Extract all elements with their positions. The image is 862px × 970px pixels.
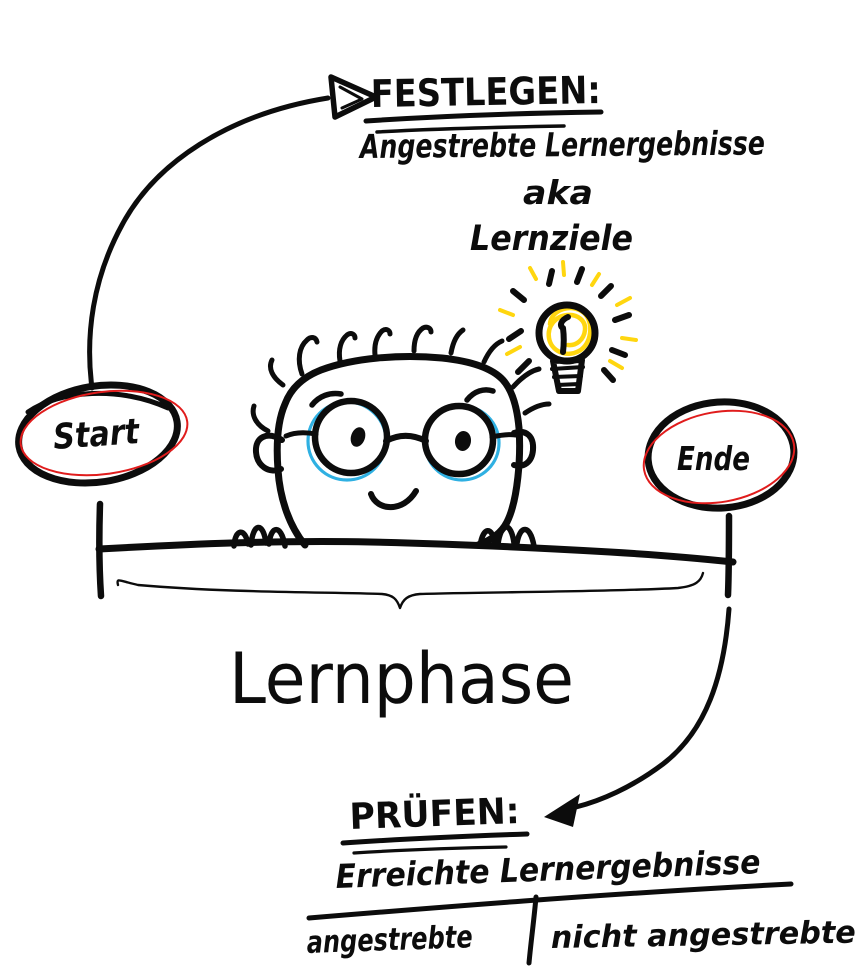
left-eye [350,427,366,447]
pruefen-annotation: PRÜFEN: Erreichte Lernergebnisse angestr… [306,790,857,966]
glasses-left-lens [311,397,391,477]
glasses-icon [283,397,519,482]
right-eyebrow [464,387,496,403]
right-ear [511,429,537,469]
ledge-line [95,537,737,566]
lightbulb-icon [498,260,638,394]
glasses-bridge [383,432,429,444]
face-doodle [231,324,552,549]
table-top-line [306,881,794,921]
start-oval: Start [15,381,189,487]
right-hand-fingers [477,524,537,549]
festlegen-heading: FESTLEGEN: [370,68,601,116]
bulb-filament [557,314,571,355]
pruefen-heading: PRÜFEN: [349,790,520,838]
hair-strands [250,324,552,434]
arrow-curve [573,606,732,810]
start-to-festlegen-arrow [87,74,379,391]
pruefen-underline-1 [340,831,530,846]
arrowhead-scribble [338,85,364,110]
left-ear [252,432,285,474]
table-divider [526,894,539,966]
timeline: Lernphase [95,500,737,720]
smile [368,488,419,510]
head-outline [273,353,524,549]
festlegen-underline-2 [375,124,566,134]
festlegen-underline-1 [363,109,604,124]
start-oval-red [19,389,189,477]
pruefen-underline-2 [352,845,508,855]
left-eyebrow [309,390,344,408]
right-eye [454,431,472,451]
ende-label: Ende [677,439,750,478]
lernphase-brace [116,571,705,610]
bulb-yellow-rays [498,260,638,370]
start-label: Start [52,412,142,458]
arrowhead-right-icon [328,74,379,120]
table-cell-right: nicht angestrebte [551,915,857,956]
festlegen-line3: Lernziele [470,219,633,259]
bulb-base [550,357,585,394]
festlegen-line2: aka [523,173,593,212]
bulb-base-threads [550,365,585,387]
ende-to-pruefen-arrow [544,606,732,827]
ende-oval: Ende [642,398,798,512]
glasses-right-temple [489,432,519,440]
results-table: angestrebte nicht angestrebte [306,881,857,966]
start-oval-black [15,381,181,487]
bulb-black-rays [506,266,632,383]
arrowhead-left-icon [544,794,580,827]
glasses-left-temple [283,430,319,439]
festlegen-annotation: FESTLEGEN: Angestrebte Lernergebnisse ak… [357,68,765,259]
festlegen-line1: Angestrebte Lernergebnisse [357,123,765,166]
start-oval-overdraw [25,390,171,415]
lernphase-label: Lernphase [229,638,574,720]
ende-tick [724,512,733,599]
ende-oval-red [642,409,796,505]
table-cell-left: angestrebte [306,919,473,961]
arrow-curve [87,95,331,391]
